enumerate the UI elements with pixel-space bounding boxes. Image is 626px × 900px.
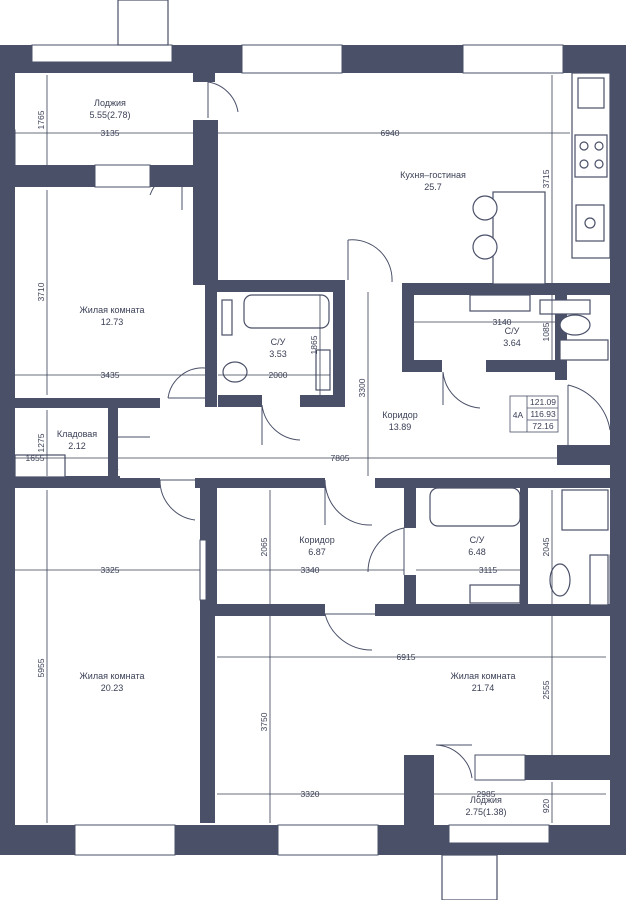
dim-storage-height: 1275	[36, 433, 46, 452]
sink	[469, 294, 531, 312]
bathtub	[429, 487, 521, 527]
room-area-storage: 2.12	[68, 441, 86, 451]
shower	[561, 489, 609, 531]
dim-loggia-width: 3135	[101, 128, 120, 138]
room-name-bath-1: С/У	[271, 337, 286, 347]
room-area-bedroom-3: 21.74	[472, 683, 495, 693]
fixtures	[14, 72, 611, 606]
total-area: 121.09	[530, 397, 556, 407]
stool	[472, 195, 498, 221]
doors	[112, 81, 611, 779]
room-area-corridor-1: 13.89	[389, 422, 412, 432]
dim-bath3-width: 3115	[479, 565, 498, 575]
bathtub	[243, 294, 330, 329]
room-area-bath-3: 6.48	[468, 547, 486, 557]
room-area-bedroom-1: 12.73	[101, 317, 124, 327]
room-area-bedroom-2: 20.23	[101, 683, 124, 693]
dim-room2-width: 3325	[101, 565, 120, 575]
dim-corridor-width: 7805	[331, 453, 350, 463]
room-area-kitchen: 25.7	[424, 182, 442, 192]
dim-bath2-width: 3140	[493, 317, 512, 327]
dim-corridor2-height: 2065	[259, 537, 269, 556]
area-summary-box: 4А 121.09 116.93 72.16	[509, 395, 559, 433]
stool	[472, 234, 498, 260]
dim-corridor2-width: 3340	[301, 565, 320, 575]
toilet	[549, 563, 571, 597]
room-area-corridor-2: 6.87	[308, 547, 326, 557]
dim-bath1-height: 1865	[309, 335, 319, 354]
room-name-bedroom-2: Жилая комната	[79, 671, 144, 681]
room-name-loggia-bottom: Лоджия	[470, 795, 502, 805]
room-area-bath-1: 3.53	[269, 349, 287, 359]
dim-corridor-height: 3300	[357, 378, 367, 397]
room-name-loggia-top: Лоджия	[94, 98, 126, 108]
room-name-kitchen: Кухня–гостиная	[400, 170, 466, 180]
walls	[0, 45, 626, 855]
dim-room1-width: 3435	[101, 370, 120, 380]
dim-kitchen-width: 6940	[381, 128, 400, 138]
room-area-loggia-bottom: 2.75(1.38)	[465, 807, 506, 817]
kitchen-sink	[575, 204, 605, 242]
dim-bath2-height: 1085	[541, 322, 551, 341]
sink	[469, 584, 521, 604]
room-name-corridor-2: Коридор	[299, 535, 335, 545]
dim-room1-height: 3710	[36, 282, 46, 301]
dim-bath1-width: 2000	[269, 370, 288, 380]
area-without-loggia: 116.93	[530, 409, 556, 419]
living-area: 72.16	[532, 421, 554, 431]
apartment-code: 4А	[513, 410, 524, 420]
dimension-lines	[15, 75, 606, 823]
dimension-labels: 1765 3135 6940 3715 3710 3435 1865 2000 …	[26, 110, 551, 813]
dim-room2-height: 5955	[36, 658, 46, 677]
dim-loggia2-height: 920	[541, 799, 551, 813]
dim-room3-bottom-width: 3320	[301, 789, 320, 799]
dim-kitchen-height: 3715	[541, 169, 551, 188]
room-name-bath-2: С/У	[505, 326, 520, 336]
dim-storage-width: 1655	[26, 453, 45, 463]
toilet	[222, 361, 248, 383]
room-area-bath-2: 3.64	[503, 338, 521, 348]
room-area-loggia-top: 5.55(2.78)	[89, 110, 130, 120]
toilet	[559, 314, 591, 336]
dim-loggia2-width: 2985	[477, 789, 496, 799]
room-name-bedroom-3: Жилая комната	[450, 671, 515, 681]
dim-bath3-height: 2045	[541, 537, 551, 556]
sink	[315, 349, 331, 391]
dim-room3-height: 3750	[259, 712, 269, 731]
room-name-storage: Кладовая	[57, 429, 97, 439]
dim-loggia-height: 1765	[36, 110, 46, 129]
room-labels: Лоджия 5.55(2.78) Кухня–гостиная 25.7 Жи…	[57, 98, 521, 817]
stove	[574, 134, 608, 178]
fridge	[577, 77, 605, 109]
room-name-corridor-1: Коридор	[382, 410, 418, 420]
dim-room3-height-right: 2555	[541, 680, 551, 699]
kitchen-island	[492, 191, 546, 285]
dim-room3-width: 6915	[397, 652, 416, 662]
room-name-bedroom-1: Жилая комната	[79, 305, 144, 315]
room-name-bath-3: С/У	[470, 535, 485, 545]
